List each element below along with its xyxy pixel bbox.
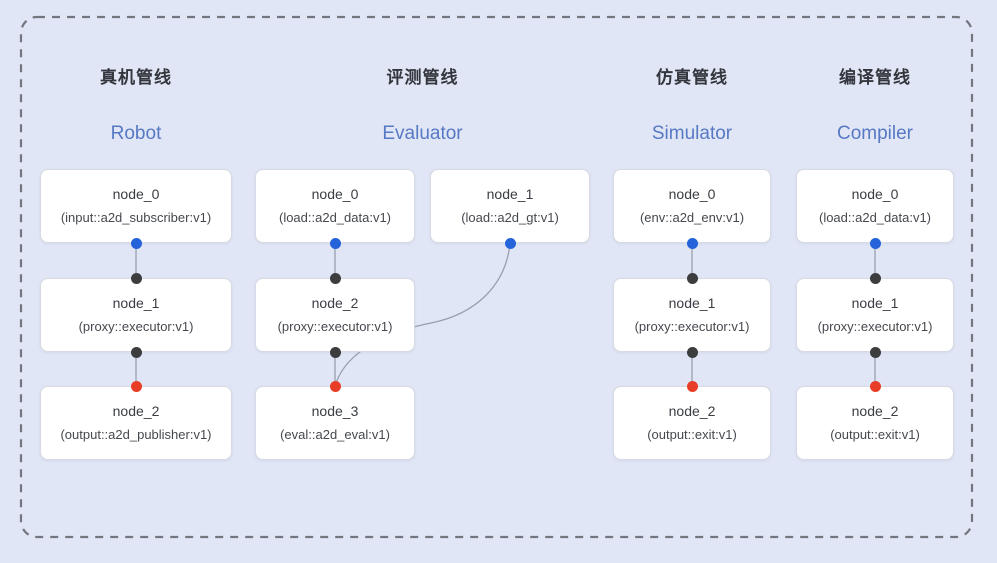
- node-card: node_0 (load::a2d_data:v1): [255, 169, 415, 243]
- pipeline-title-zh: 评测管线: [386, 68, 459, 87]
- node-subtitle: (input::a2d_subscriber:v1): [60, 210, 212, 225]
- port-dot-blue: [869, 237, 881, 249]
- node-title: node_1: [668, 295, 716, 311]
- node-card: node_0 (input::a2d_subscriber:v1): [40, 169, 232, 243]
- port-dot-red: [869, 380, 881, 392]
- pipeline-title-zh: 真机管线: [100, 68, 172, 87]
- port-dot-black: [329, 346, 341, 358]
- node-card: node_2 (output::a2d_publisher:v1): [40, 386, 232, 460]
- node-title: node_0: [851, 186, 899, 202]
- port-dot-blue: [329, 237, 341, 249]
- node-title: node_2: [311, 295, 359, 311]
- node-card: node_1 (load::a2d_gt:v1): [430, 169, 590, 243]
- node-title: node_1: [851, 295, 899, 311]
- node-subtitle: (proxy::executor:v1): [634, 319, 750, 334]
- pipeline-title-zh: 仿真管线: [656, 68, 728, 87]
- port-dot-black: [686, 346, 698, 358]
- port-dot-black: [869, 272, 881, 284]
- node-title: node_2: [112, 403, 160, 419]
- node-title: node_3: [311, 403, 359, 419]
- node-title: node_0: [112, 186, 160, 202]
- node-subtitle: (env::a2d_env:v1): [639, 210, 745, 225]
- node-card: node_1 (proxy::executor:v1): [40, 278, 232, 352]
- pipeline-simulator: 仿真管线 Simulator node_0 (env::a2d_env:v1) …: [613, 0, 771, 563]
- node-card: node_2 (output::exit:v1): [613, 386, 771, 460]
- node-title: node_1: [112, 295, 160, 311]
- node-title: node_2: [668, 403, 716, 419]
- edge-curve: [334, 242, 511, 387]
- pipeline-robot: 真机管线 Robot node_0 (input::a2d_subscriber…: [40, 0, 232, 563]
- port-dot-black: [329, 272, 341, 284]
- pipeline-title-en: Simulator: [651, 123, 733, 144]
- node-subtitle: (output::exit:v1): [647, 427, 737, 442]
- port-dot-blue: [686, 237, 698, 249]
- node-card: node_0 (load::a2d_data:v1): [796, 169, 954, 243]
- port-dot-black: [130, 346, 142, 358]
- pipeline-title-en: Compiler: [836, 123, 914, 144]
- port-dot-red: [130, 380, 142, 392]
- node-subtitle: (output::exit:v1): [830, 427, 920, 442]
- node-title: node_2: [851, 403, 899, 419]
- node-card: node_1 (proxy::executor:v1): [796, 278, 954, 352]
- node-subtitle: (proxy::executor:v1): [817, 319, 933, 334]
- port-dot-red: [329, 380, 341, 392]
- port-dot-black: [130, 272, 142, 284]
- pipeline-title-en: Robot: [110, 123, 162, 144]
- port-dot-black: [869, 346, 881, 358]
- port-dot-black: [686, 272, 698, 284]
- node-card: node_0 (env::a2d_env:v1): [613, 169, 771, 243]
- node-subtitle: (proxy::executor:v1): [78, 319, 194, 334]
- node-title: node_0: [668, 186, 716, 202]
- node-card: node_3 (eval::a2d_eval:v1): [255, 386, 415, 460]
- node-subtitle: (load::a2d_data:v1): [818, 210, 932, 225]
- node-card: node_2 (proxy::executor:v1): [255, 278, 415, 352]
- port-dot-red: [686, 380, 698, 392]
- node-subtitle: (proxy::executor:v1): [277, 319, 393, 334]
- port-dot-blue: [130, 237, 142, 249]
- node-subtitle: (load::a2d_gt:v1): [461, 210, 559, 225]
- node-card: node_1 (proxy::executor:v1): [613, 278, 771, 352]
- pipeline-evaluator: 评测管线 Evaluator node_0 (load::a2d_data:v1…: [255, 0, 590, 563]
- pipeline-title-en: Evaluator: [382, 123, 463, 144]
- pipeline-title-zh: 编译管线: [839, 68, 911, 87]
- node-card: node_2 (output::exit:v1): [796, 386, 954, 460]
- port-dot-blue: [504, 237, 516, 249]
- pipeline-compiler: 编译管线 Compiler node_0 (load::a2d_data:v1)…: [796, 0, 954, 563]
- node-title: node_0: [311, 186, 359, 202]
- node-subtitle: (output::a2d_publisher:v1): [60, 427, 212, 442]
- node-subtitle: (eval::a2d_eval:v1): [280, 427, 390, 442]
- node-title: node_1: [486, 186, 534, 202]
- dashed-frame: [19, 15, 974, 539]
- node-subtitle: (load::a2d_data:v1): [278, 210, 392, 225]
